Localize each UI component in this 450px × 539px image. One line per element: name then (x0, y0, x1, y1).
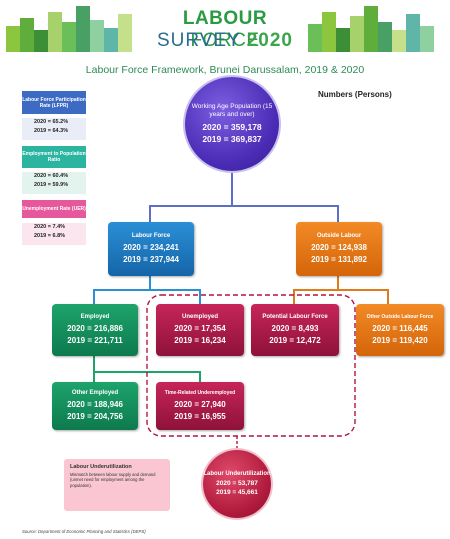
source-note: Source: Department of Economic Planning … (22, 529, 146, 534)
outside-labour-node: Outside Labour 2020 = 124,938 2019 = 131… (296, 222, 382, 276)
units-label: Numbers (Persons) (318, 90, 392, 99)
employed-node: Employed 2020 = 216,886 2019 = 221,711 (52, 304, 138, 356)
other-outside-2019: 2019 = 119,420 (372, 335, 428, 345)
other-employed-2019: 2019 = 204,756 (67, 411, 123, 421)
epr-values: 2020 = 60.4% 2019 = 59.9% (22, 172, 86, 194)
labour-force-node: Labour Force 2020 = 234,241 2019 = 237,9… (108, 222, 194, 276)
epr-2019: 2019 = 59.9% (34, 181, 69, 188)
potential-labour-force-label: Potential Labour Force (262, 314, 328, 321)
lfpr-label: Labour Force Participation Rate (LFPR) (22, 91, 86, 114)
time-related-2020: 2020 = 27,940 (174, 400, 226, 410)
other-employed-node: Other Employed 2020 = 188,946 2019 = 204… (52, 382, 138, 430)
header-banner: LABOUR FORCE SURVEY 2020 (0, 0, 450, 58)
outside-labour-2020: 2020 = 124,938 (311, 243, 367, 253)
lfpr-2020: 2020 = 65.2% (34, 119, 69, 125)
epr-2020: 2020 = 60.4% (34, 173, 69, 179)
underutilization-2020: 2020 = 53,787 (216, 479, 258, 487)
title-year: 2020 (246, 30, 293, 51)
outside-labour-2019: 2019 = 131,892 (311, 254, 367, 264)
underutilization-note: Labour Underutilization Mismatch between… (64, 459, 170, 511)
time-related-2019: 2019 = 16,955 (174, 411, 226, 421)
unemployed-label: Unemployed (181, 314, 218, 321)
right-cubes-graphic (308, 6, 434, 52)
page-subtitle: Labour Force Framework, Brunei Darussala… (85, 64, 365, 76)
survey-title-line1: LABOUR FORCE (150, 8, 300, 52)
other-employed-label: Other Employed (71, 390, 119, 397)
underutilization-2019: 2019 = 45,661 (216, 488, 258, 496)
potential-labour-force-2020: 2020 = 8,493 (271, 324, 319, 334)
time-related-label: Time-Related Underemployed (164, 390, 236, 397)
other-outside-2020: 2020 = 116,445 (372, 324, 428, 334)
left-cubes-graphic (6, 6, 132, 52)
uer-values: 2020 = 7.4% 2019 = 6.8% (22, 223, 86, 245)
other-employed-2020: 2020 = 188,946 (67, 400, 123, 410)
unemployed-node: Unemployed 2020 = 17,354 2019 = 16,234 (156, 304, 244, 356)
working-age-2020: 2020 = 359,178 (202, 122, 262, 133)
lfpr-2019: 2019 = 64.3% (34, 127, 69, 134)
labour-force-label: Labour Force (131, 233, 171, 240)
note-title: Labour Underutilization (70, 464, 132, 470)
epr-label: Employment to Population Ratio (22, 146, 86, 168)
working-age-label: Working Age Population (15 years and ove… (191, 102, 273, 118)
outside-labour-label: Outside Labour (316, 233, 362, 240)
survey-title-line2: SURVEY 2020 (150, 30, 300, 52)
title-word-force: FORCE (190, 30, 260, 51)
uer-2019: 2019 = 6.8% (34, 232, 66, 239)
uer-2020: 2020 = 7.4% (34, 224, 66, 230)
working-age-population-node: Working Age Population (15 years and ove… (185, 77, 279, 171)
underutilization-label: Labour Underutilization (203, 470, 271, 477)
labour-force-2019: 2019 = 237,944 (123, 254, 179, 264)
uer-label: Unemployment Rate (UER) (22, 200, 86, 218)
employed-2020: 2020 = 216,886 (67, 324, 123, 334)
unemployed-2019: 2019 = 16,234 (174, 335, 226, 345)
working-age-2019: 2019 = 369,837 (202, 133, 262, 144)
lfpr-values: 2020 = 65.2% 2019 = 64.3% (22, 118, 86, 140)
potential-labour-force-2019: 2019 = 12,472 (269, 335, 321, 345)
other-outside-labour-force-node: Other Outside Labour Force 2020 = 116,44… (356, 304, 444, 356)
time-related-underemployed-node: Time-Related Underemployed 2020 = 27,940… (156, 382, 244, 430)
underutilization-dashed-outline (146, 294, 356, 437)
employed-label: Employed (80, 314, 110, 321)
unemployed-2020: 2020 = 17,354 (174, 324, 226, 334)
potential-labour-force-node: Potential Labour Force 2020 = 8,493 2019… (251, 304, 339, 356)
labour-force-2020: 2020 = 234,241 (123, 243, 179, 253)
note-text: Mismatch between labour supply and deman… (70, 472, 156, 488)
other-outside-label: Other Outside Labour Force (366, 314, 434, 321)
title-word-labour: LABOUR (182, 8, 268, 29)
employed-2019: 2019 = 221,711 (67, 335, 123, 345)
labour-underutilization-node: Labour Underutilization 2020 = 53,787 20… (203, 450, 271, 518)
title-word-survey: SURVEY (156, 30, 241, 51)
